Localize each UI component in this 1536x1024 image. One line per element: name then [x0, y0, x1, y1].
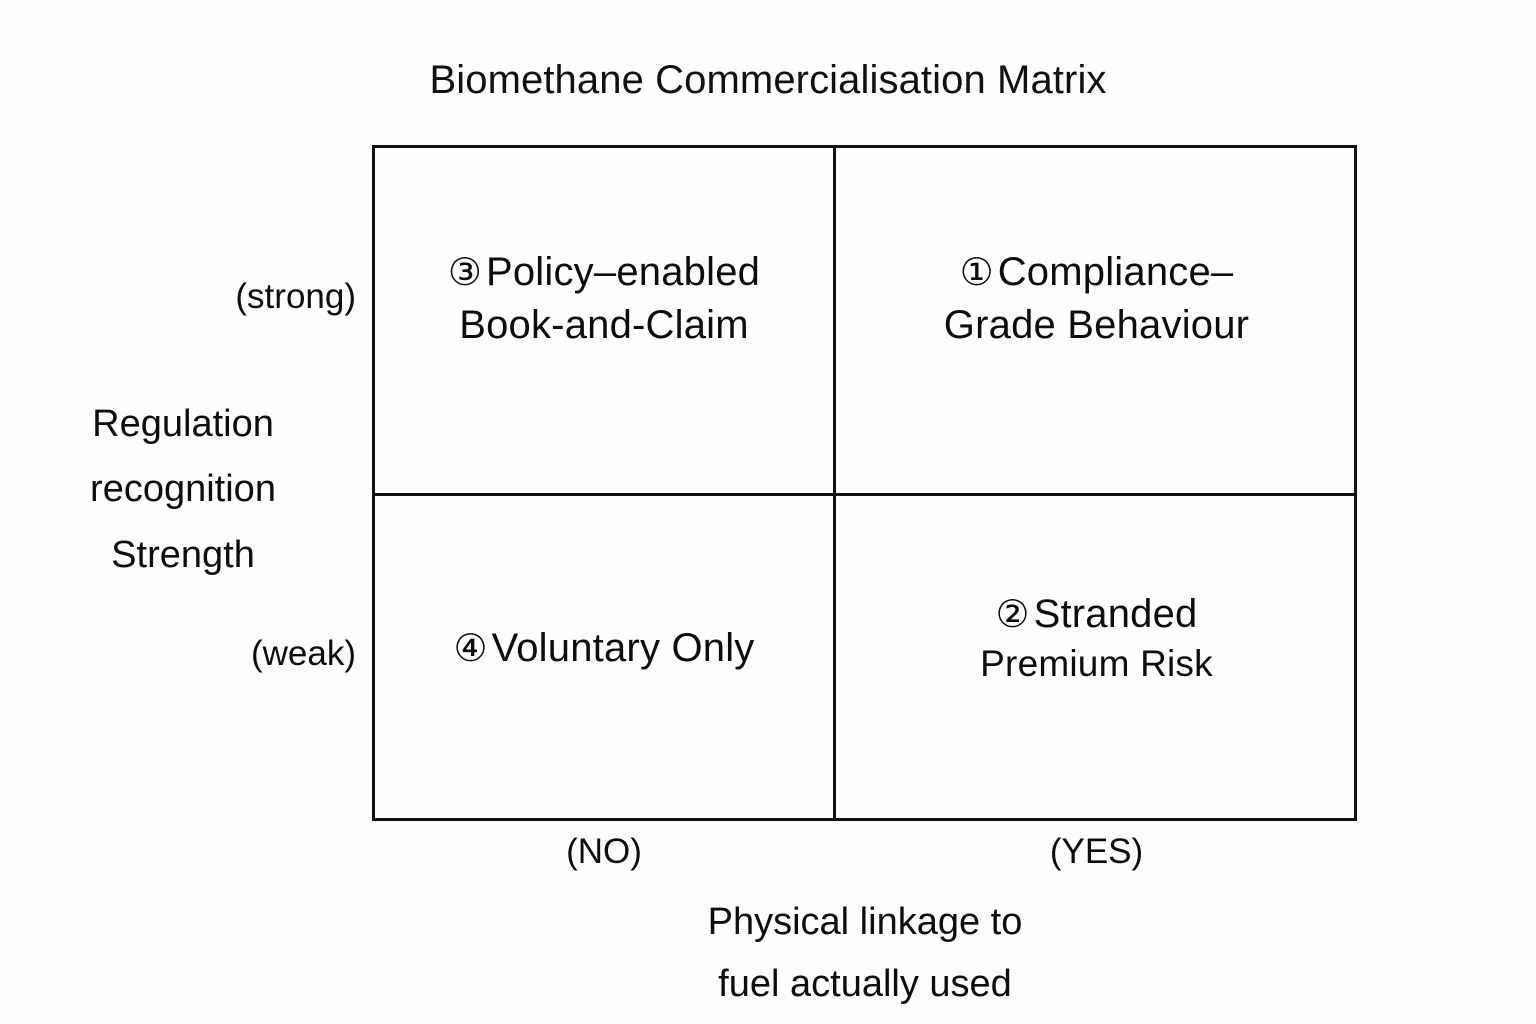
- y-axis-title-line3: Strength: [111, 533, 255, 576]
- x-axis-high-label: (YES): [1049, 832, 1144, 871]
- y-axis-title: Regulation recognition Strength: [20, 392, 346, 588]
- y-axis-title-line1: Regulation: [92, 403, 274, 445]
- quadrant-1-number-icon: ①: [959, 249, 994, 294]
- quadrant-2-number-icon: ②: [995, 591, 1030, 636]
- quadrant-2-line2: Premium Risk: [980, 643, 1213, 685]
- quadrant-4-line1: Voluntary Only: [491, 626, 755, 671]
- x-axis-title: Physical linkage to fuel actually used: [565, 892, 1165, 1016]
- x-axis-title-line2: fuel actually used: [718, 962, 1012, 1005]
- y-axis-low-label: (weak): [250, 634, 356, 673]
- quadrant-3-line2: Book-and-Claim: [459, 302, 749, 347]
- quadrant-3-number-icon: ③: [447, 249, 482, 294]
- page-title: Biomethane Commercialisation Matrix: [429, 58, 1107, 102]
- quadrant-1-line2: Grade Behaviour: [943, 302, 1250, 347]
- quadrant-1-line1: Compliance–: [997, 249, 1234, 294]
- x-axis-title-line1: Physical linkage to: [707, 901, 1023, 943]
- quadrant-4-number-icon: ④: [453, 626, 488, 671]
- x-axis-low-label: (NO): [566, 832, 642, 871]
- matrix-horizontal-divider: [372, 493, 1357, 496]
- y-axis-title-line2: recognition: [90, 468, 276, 511]
- matrix-vertical-divider: [833, 145, 836, 821]
- matrix-frame: [372, 145, 1357, 821]
- quadrant-2-line1: Stranded: [1033, 591, 1198, 636]
- y-axis-high-label: (strong): [235, 277, 356, 316]
- quadrant-3-line1: Policy–enabled: [485, 249, 761, 294]
